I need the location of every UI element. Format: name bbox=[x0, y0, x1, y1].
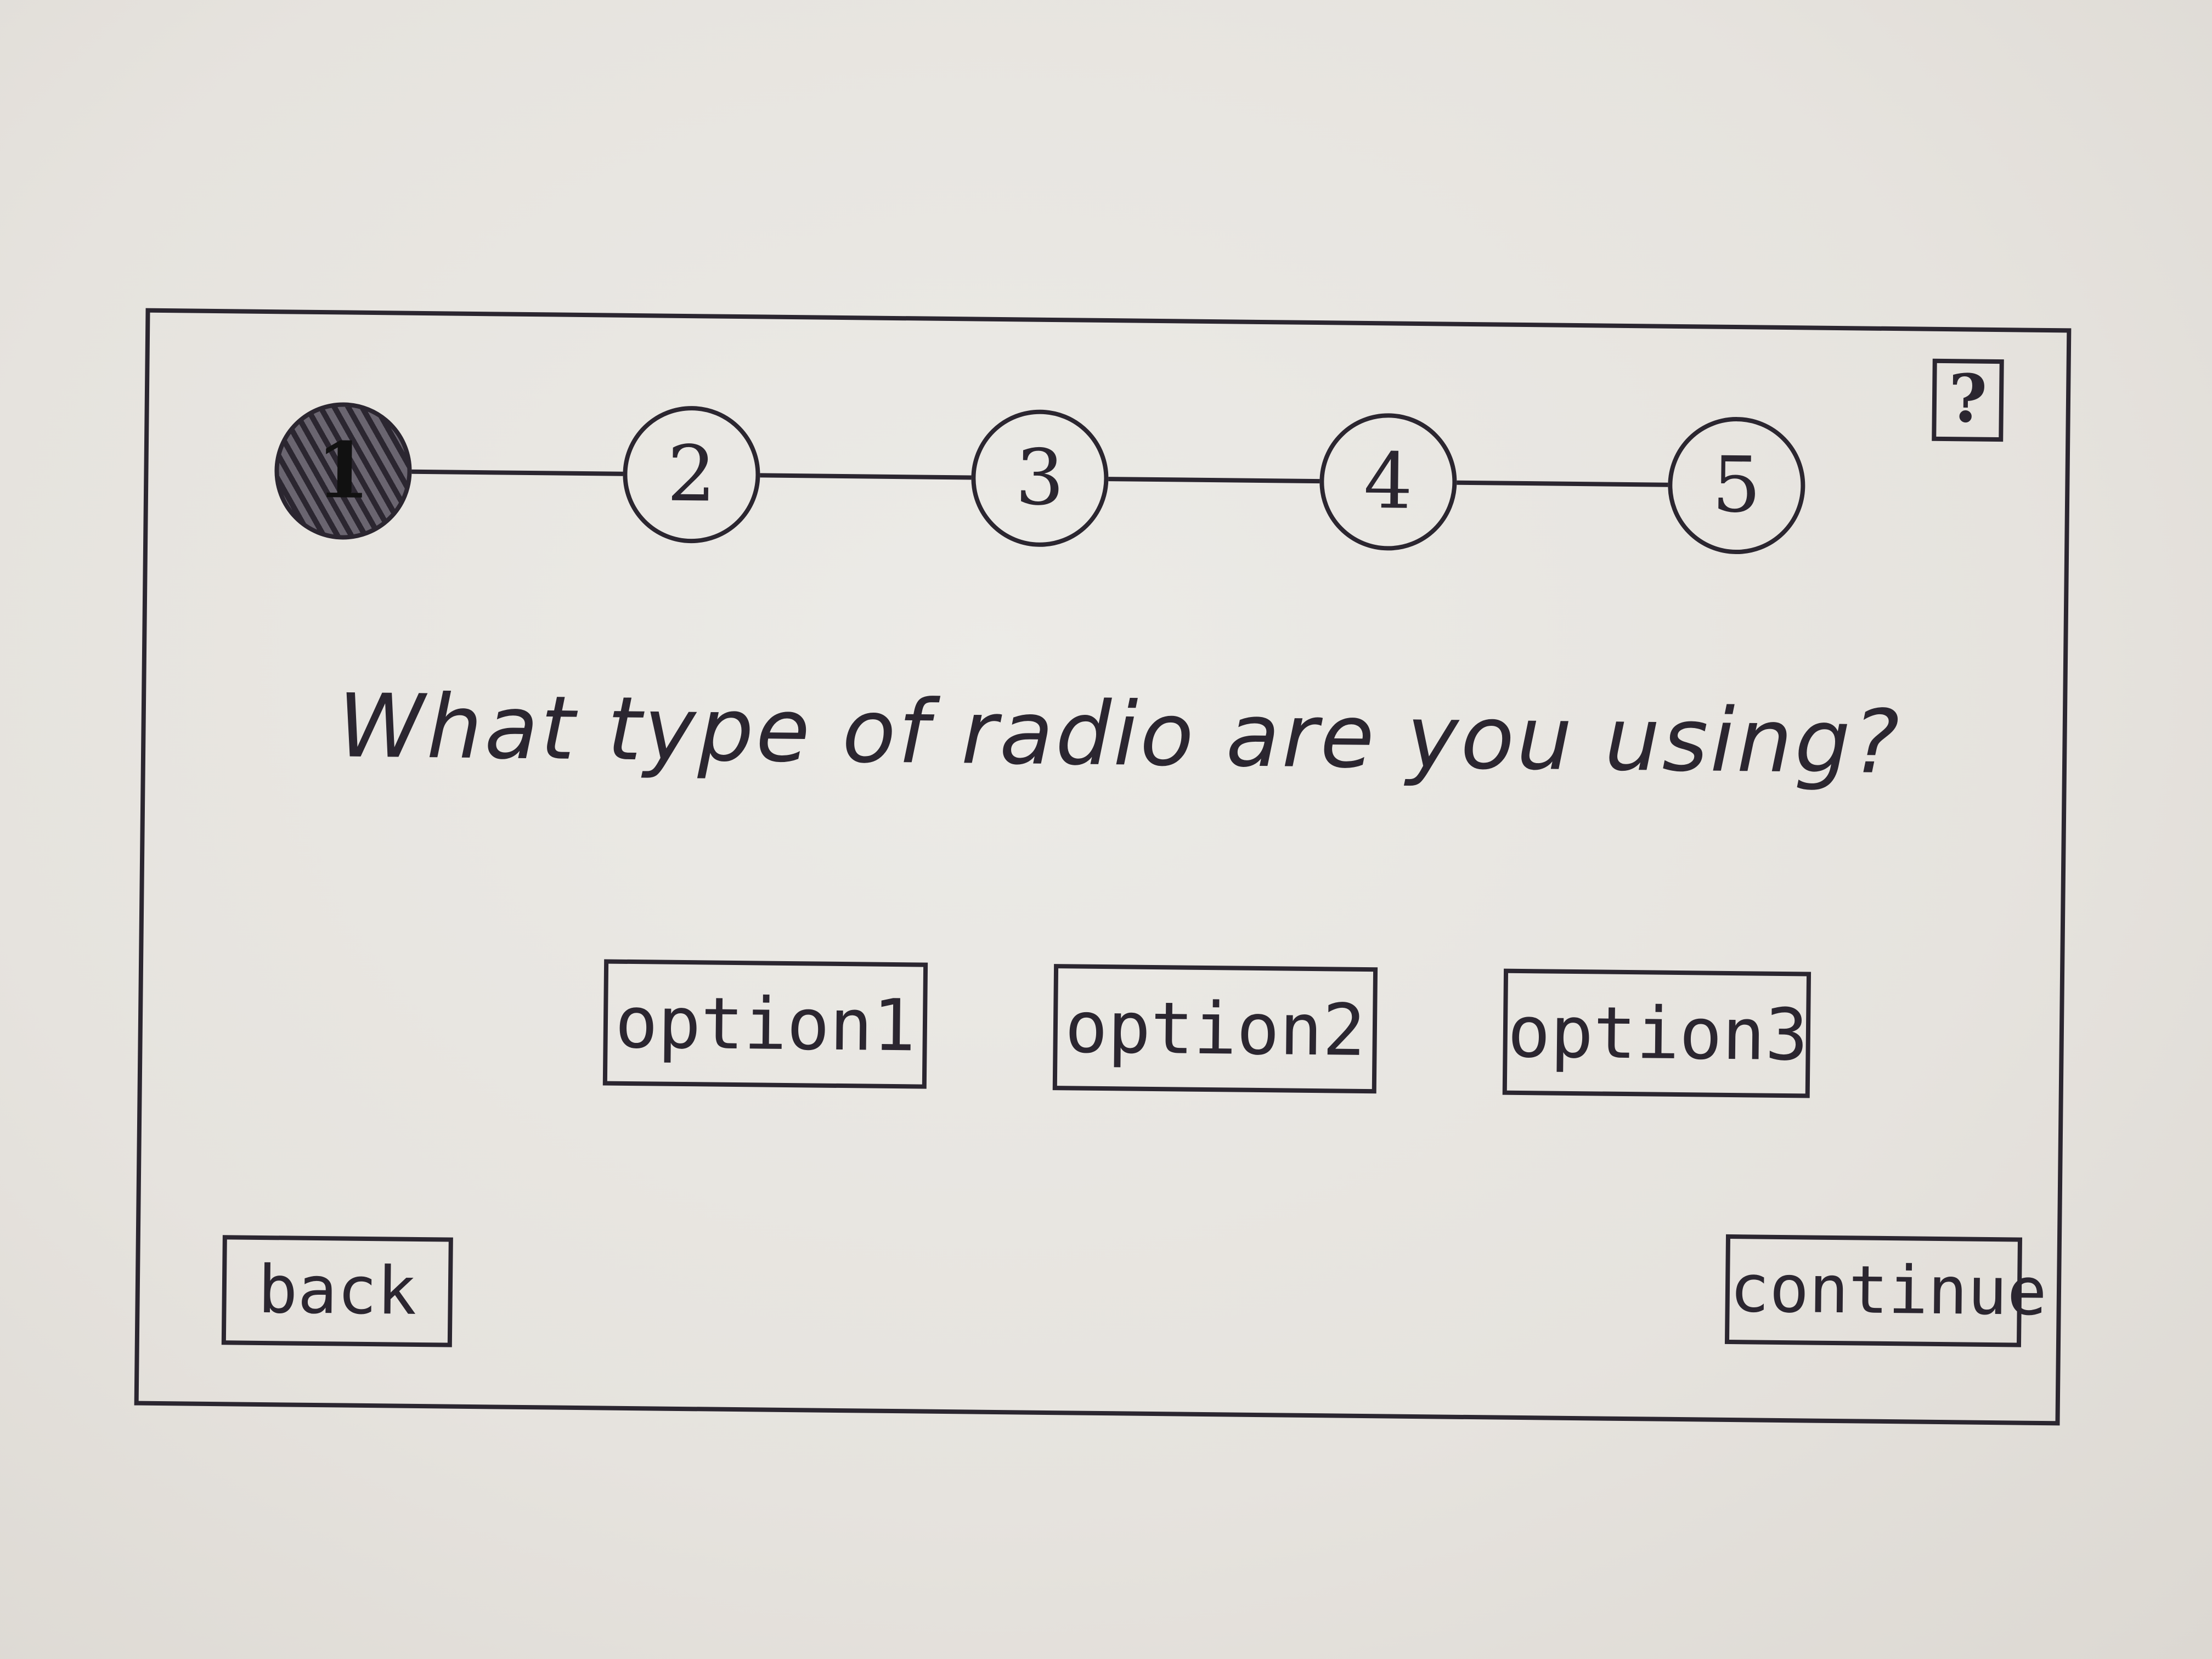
step-connector bbox=[1108, 477, 1320, 484]
step-5[interactable]: 5 bbox=[1667, 416, 1806, 555]
back-button[interactable]: back bbox=[221, 1235, 453, 1347]
step-4[interactable]: 4 bbox=[1319, 413, 1458, 551]
step-connector bbox=[1457, 480, 1668, 487]
wizard-dialog: ? 1 2 3 4 5 What type of radio are you u… bbox=[134, 308, 2072, 1426]
step-connector bbox=[411, 469, 623, 476]
step-1[interactable]: 1 bbox=[274, 402, 413, 540]
options-group: option1 option2 option3 bbox=[142, 955, 2061, 1118]
help-button[interactable]: ? bbox=[1932, 358, 2004, 442]
option-1-button[interactable]: option1 bbox=[602, 959, 928, 1089]
step-progress: 1 2 3 4 5 bbox=[274, 402, 1806, 560]
step-3[interactable]: 3 bbox=[970, 409, 1109, 548]
question-text: What type of radio are you using? bbox=[337, 674, 1902, 794]
option-3-button[interactable]: option3 bbox=[1502, 968, 1812, 1098]
step-2[interactable]: 2 bbox=[622, 405, 761, 544]
step-connector bbox=[760, 473, 972, 480]
option-2-button[interactable]: option2 bbox=[1052, 964, 1378, 1094]
continue-button[interactable]: continue bbox=[1724, 1234, 2047, 1347]
help-icon: ? bbox=[1948, 360, 1988, 438]
